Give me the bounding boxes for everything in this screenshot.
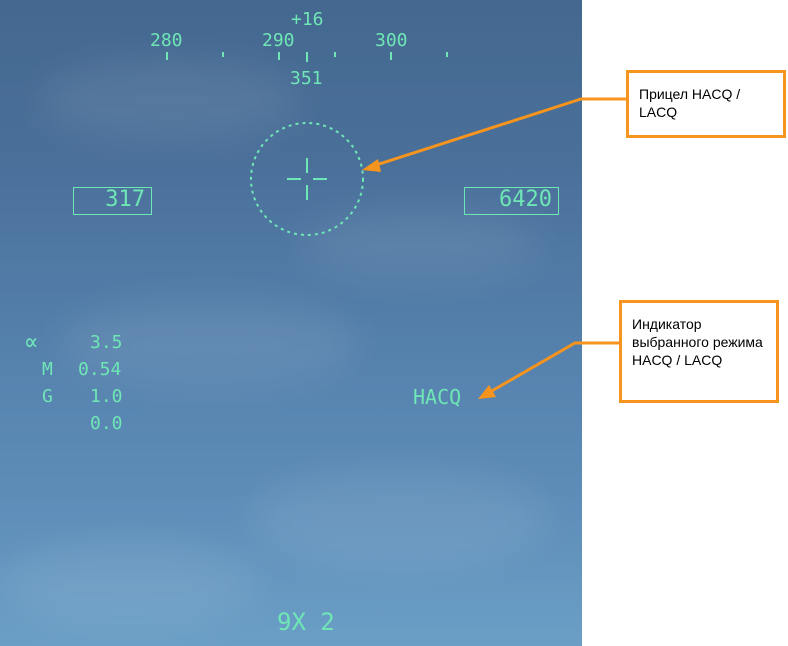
mode-callout-arrow-line: [489, 341, 619, 394]
mach-label: M: [42, 359, 53, 380]
heading-tick: [278, 52, 280, 60]
reticle-circle: [250, 122, 364, 236]
heading-tick: [446, 52, 448, 57]
heading-tick: [334, 52, 336, 57]
hud-view: +16 280 290 300 351 317 6420 ∝ 3.5 M 0.5…: [0, 0, 582, 646]
heading-tick: [222, 52, 224, 57]
heading-tick: [390, 52, 392, 60]
mode-callout-arrowhead: [478, 385, 496, 399]
mach-value: 0.54: [78, 359, 122, 380]
g-label: G: [42, 386, 53, 407]
heading-tick-label-280: 280: [150, 30, 183, 51]
altitude-box: 6420: [464, 187, 559, 215]
extra-value: 0.0: [90, 413, 123, 434]
mode-callout-box: Индикатор выбранного режима HACQ / LACQ: [619, 300, 779, 403]
weapon-status-readout: 9X 2: [277, 608, 335, 636]
reticle-callout-arrow-line: [372, 97, 626, 168]
heading-tick: [166, 52, 168, 60]
g-value: 1.0: [90, 386, 123, 407]
alpha-symbol: ∝: [24, 328, 39, 356]
airspeed-box: 317: [73, 187, 152, 215]
current-heading-readout: 351: [290, 68, 323, 89]
reticle-callout-arrowhead: [362, 159, 381, 172]
mode-callout-text: Индикатор выбранного режима HACQ / LACQ: [632, 316, 763, 368]
alpha-value: 3.5: [90, 332, 123, 353]
mode-indicator: HACQ: [413, 385, 462, 409]
pitch-top-readout: +16: [291, 9, 324, 30]
acq-reticle: [250, 122, 364, 236]
reticle-callout-box: Прицел HACQ / LACQ: [626, 70, 786, 138]
heading-caret: [306, 52, 308, 62]
heading-tick-label-290: 290: [262, 30, 295, 51]
heading-tick-label-300: 300: [375, 30, 408, 51]
reticle-callout-text: Прицел HACQ / LACQ: [639, 86, 741, 120]
